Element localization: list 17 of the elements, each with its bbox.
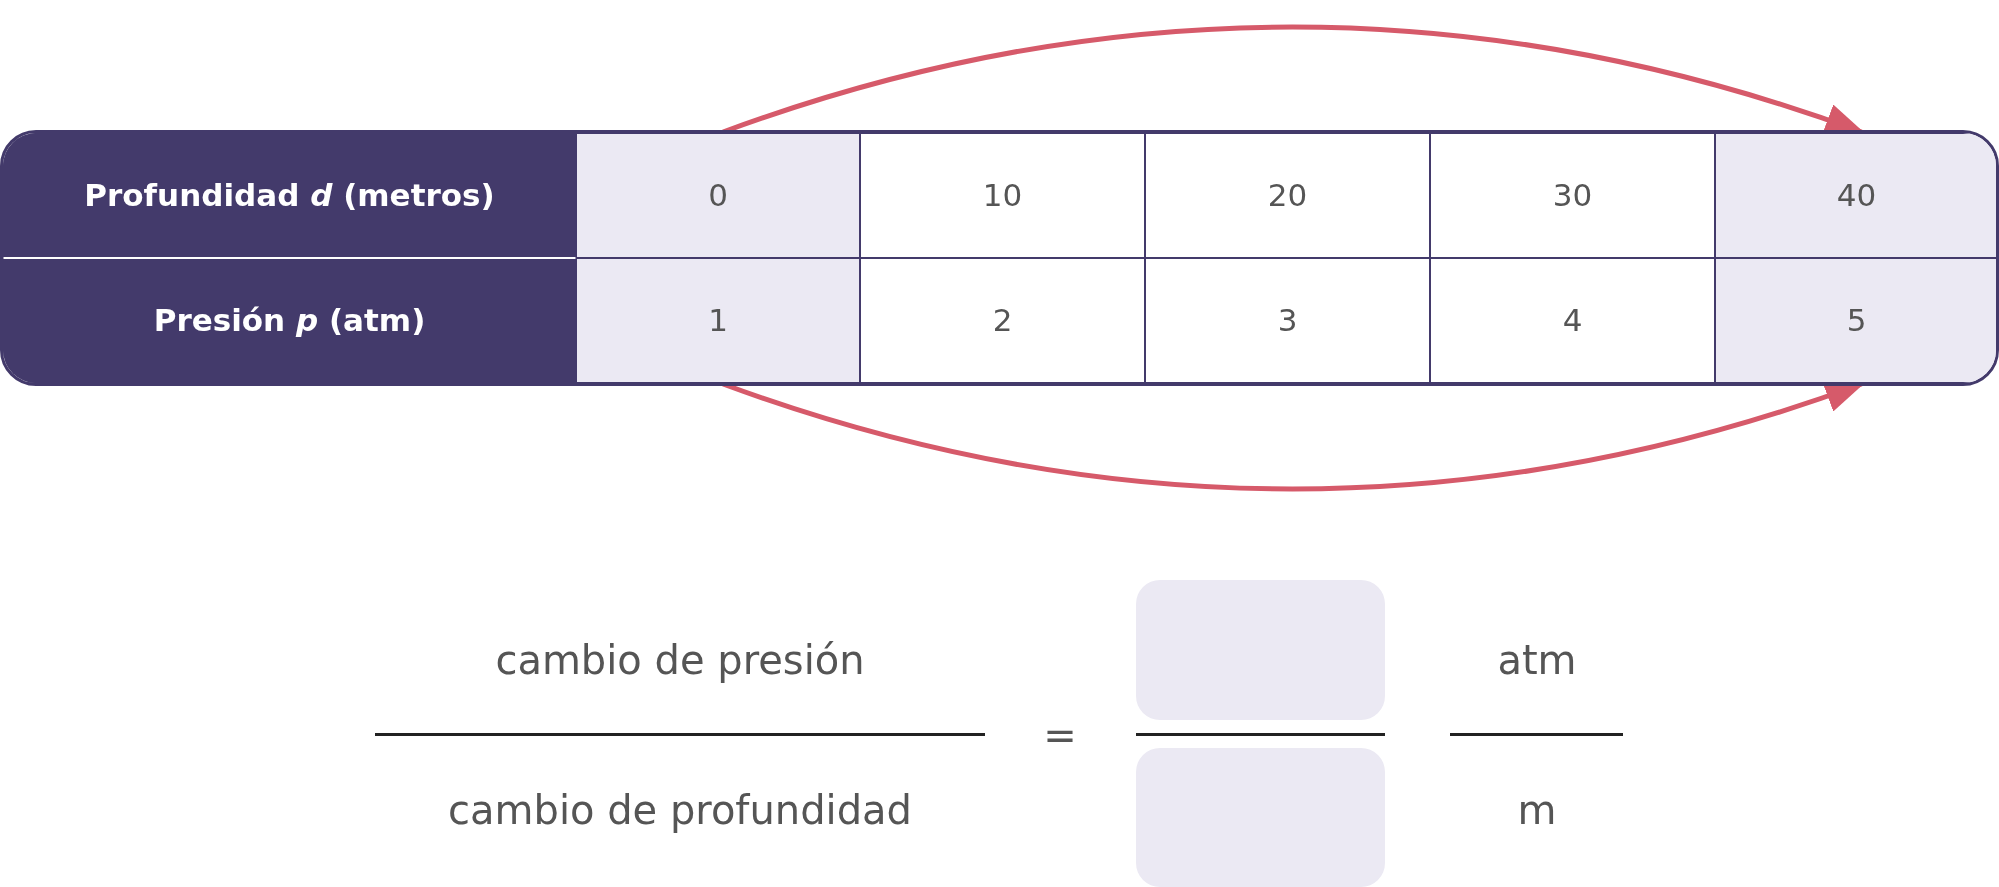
equals-sign: = [1043,712,1077,758]
unit-label: m [1517,787,1557,833]
fraction-denominator: cambio de profundidad [448,787,912,833]
row-header: Profundidad d (metros) [3,133,576,258]
pressure-value: 5 [1715,258,1996,383]
unit-label: atm [1497,637,1577,683]
depth-value: 10 [860,133,1145,258]
pressure-value: 2 [860,258,1145,383]
pressure-value: 4 [1430,258,1715,383]
fraction-numerator: cambio de presión [495,637,865,683]
pressure-value: 3 [1145,258,1430,383]
depth-value: 0 [576,133,860,258]
depth-value: 20 [1145,133,1430,258]
depth-value: 30 [1430,133,1715,258]
depth-value: 40 [1715,133,1996,258]
pressure-value: 1 [576,258,860,383]
row-header: Presión p (atm) [3,258,576,383]
